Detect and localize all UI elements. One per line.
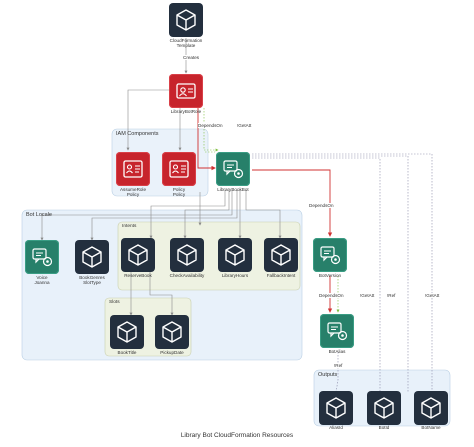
edge-label-ref-1: !Ref (387, 293, 396, 298)
policy-node[interactable] (162, 152, 196, 186)
cube-icon (421, 397, 441, 419)
edge-label-getatt-2: !GetAtt (360, 293, 375, 298)
intents-group-title: Intents (122, 224, 137, 229)
edge-dependson-bot-version (252, 169, 333, 237)
lex-bot-icon (327, 322, 348, 341)
policy-label: Policy Policy (172, 187, 186, 198)
diagram-caption: Library Bot CloudFormation Resources (180, 432, 294, 439)
check-availability-node[interactable] (170, 238, 204, 272)
check-availability-label: CheckAvailability (169, 273, 205, 278)
bot-id-output-node[interactable] (367, 391, 401, 425)
bot-name-output-node[interactable] (414, 391, 448, 425)
library-bot-role-node[interactable] (169, 74, 203, 108)
voice-joanna-label: Voice Joanna (34, 275, 50, 286)
outputs-group-title: Outputs (318, 372, 338, 378)
voice-icon (32, 248, 53, 267)
edge-label-creates: Creates (183, 55, 200, 60)
iam-policy-icon (123, 160, 143, 178)
bot-locale-group-title: Bot Locale (26, 212, 52, 218)
cube-icon (162, 321, 182, 343)
edge-label-dependson-1: DependsOn (198, 123, 223, 128)
assume-role-policy-label: AssumeRole Policy (119, 187, 147, 198)
gray-edges (40, 38, 282, 316)
cube-icon (225, 244, 245, 266)
pickup-date-label: PickupDate (160, 350, 184, 355)
edge-bot-to-check (183, 190, 230, 239)
edge-bot-to-genres (90, 190, 238, 241)
cfn-template-label: CloudFormation Template (169, 38, 203, 49)
edge-role-to-iam (126, 89, 170, 151)
book-genres-slot-type-node[interactable] (75, 240, 109, 274)
alias-id-output-label: AliasId (329, 425, 343, 430)
slots-group-title: Slots (109, 300, 120, 305)
lex-bot-icon (320, 246, 341, 265)
book-genres-slot-type-label: BookGenres SlotType (79, 275, 105, 286)
bot-alias-label: BotAlias (328, 349, 346, 354)
edge-bot-to-botname (252, 153, 433, 392)
edge-bot-to-fallback (245, 190, 282, 239)
assume-role-policy-node[interactable] (116, 152, 150, 186)
library-hours-node[interactable] (218, 238, 252, 272)
cube-icon (177, 244, 197, 266)
edge-label-dependson-3: DependsOn (319, 293, 344, 298)
edge-label-ref-2: !Ref (334, 363, 343, 368)
dashed-edges (203, 108, 433, 393)
reserve-book-label: ReserveBook (124, 273, 152, 278)
fallback-intent-label: FallbackIntent (266, 273, 296, 278)
lex-bot-icon (223, 160, 244, 179)
edge-bot-to-reserve (149, 190, 226, 239)
cube-icon (374, 397, 394, 419)
edge-label-getatt-1: !GetAtt (237, 123, 252, 128)
fallback-intent-node[interactable] (264, 238, 298, 272)
edge-getatt-role-bot (203, 108, 219, 152)
bot-name-output-label: BotName (421, 425, 441, 430)
edge-bot-to-botid (252, 155, 409, 392)
cube-icon (128, 244, 148, 266)
alias-id-output-node[interactable] (319, 391, 353, 425)
bot-id-output-label: BotId (378, 425, 390, 430)
pickup-date-node[interactable] (155, 315, 189, 349)
bot-alias-node[interactable] (320, 314, 354, 348)
cube-icon (82, 246, 102, 268)
edge-label-dependson-2: DependsOn (309, 203, 334, 208)
library-book-bot-node[interactable] (216, 152, 250, 186)
library-book-bot-label: LibraryBookBot (217, 187, 249, 192)
intents-group-frame (117, 221, 301, 291)
library-hours-label: LibraryHours (221, 273, 249, 278)
bot-version-label: BotVersion (318, 273, 342, 278)
edge-dependson-role-bot (197, 108, 216, 171)
cube-icon (271, 244, 291, 266)
iam-group-title: IAM Components (116, 131, 159, 137)
reserve-book-node[interactable] (121, 238, 155, 272)
cube-icon (326, 397, 346, 419)
cfn-template-node[interactable] (169, 3, 203, 37)
edge-bot-to-aliasid (252, 157, 381, 392)
cube-icon (176, 9, 196, 31)
cube-icon (117, 321, 137, 343)
bot-version-node[interactable] (313, 238, 347, 272)
library-bot-role-label: LibraryBotRole (170, 109, 202, 114)
voice-joanna-node[interactable] (25, 240, 59, 274)
edge-alias-to-aliasid (335, 352, 339, 393)
edge-reserve-to-pickup (149, 272, 174, 316)
iam-role-icon (176, 83, 196, 99)
edge-label-getatt-3: !GetAtt (425, 293, 440, 298)
edge-bot-to-voice (40, 190, 233, 241)
book-title-node[interactable] (110, 315, 144, 349)
book-title-label: BookTitle (117, 350, 137, 355)
iam-policy-icon (169, 160, 189, 178)
